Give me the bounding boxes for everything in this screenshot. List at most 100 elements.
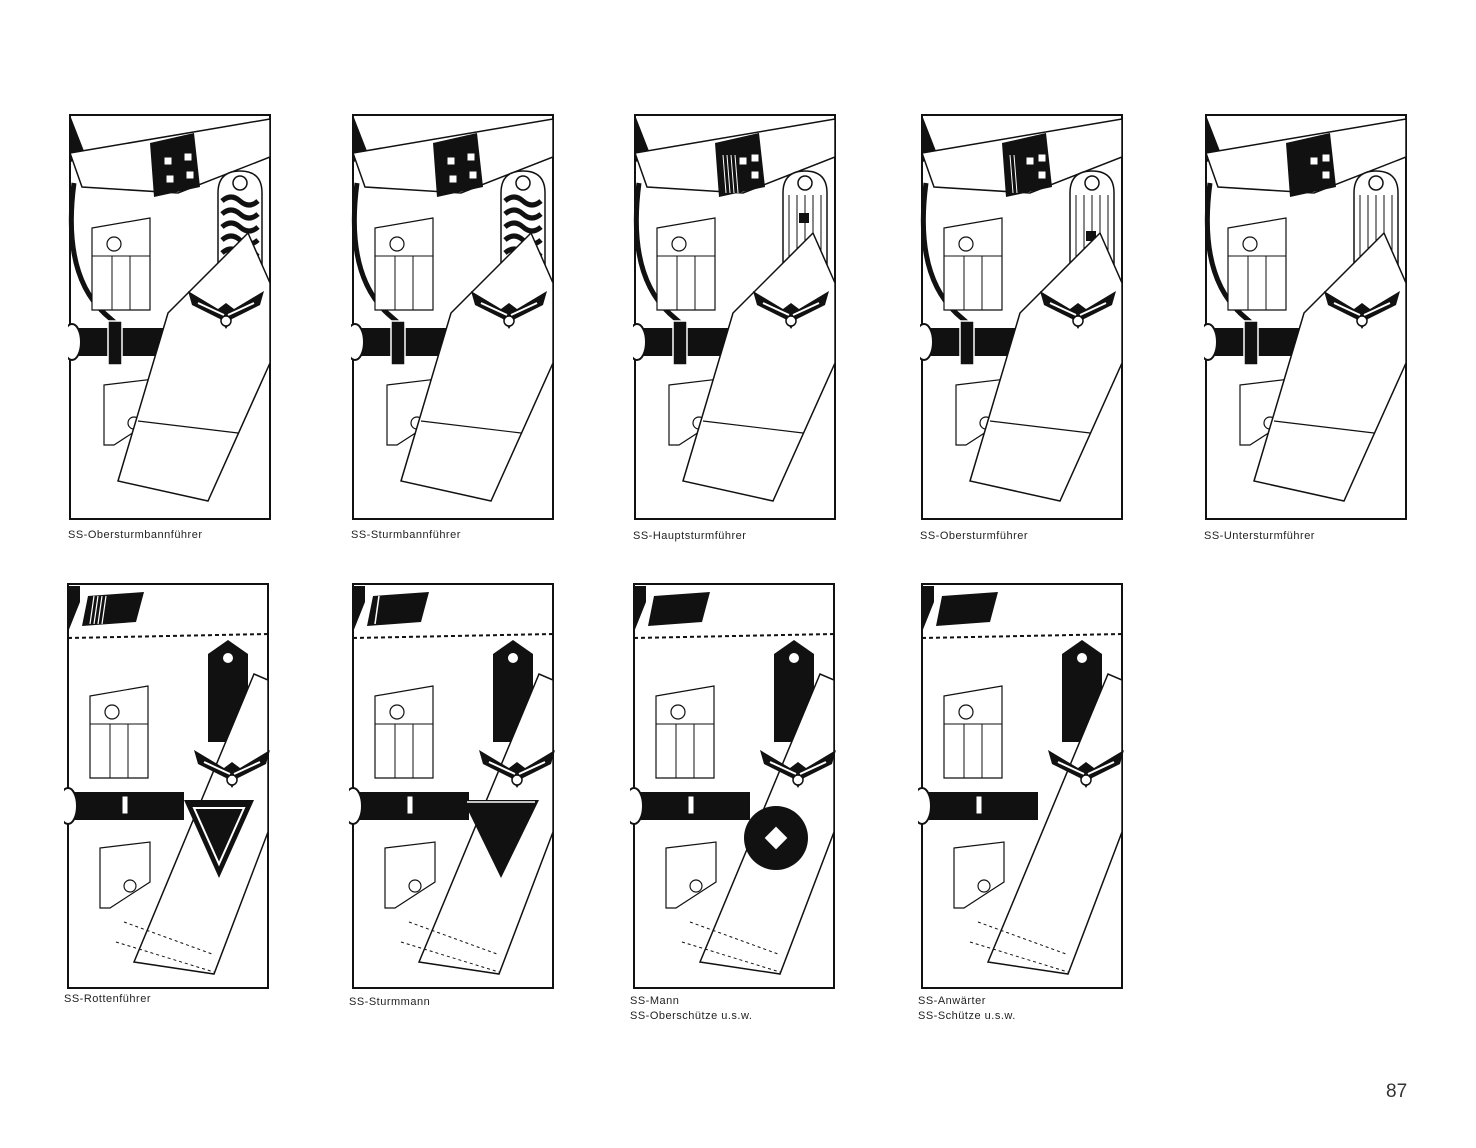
belt-buckle <box>1204 323 1218 361</box>
uniform-illustration <box>351 114 554 520</box>
pocket-button <box>1242 236 1258 252</box>
lower-pocket <box>384 841 436 909</box>
lower-pocket-button <box>408 879 422 893</box>
collar-patch <box>150 133 200 197</box>
uniform-illustration <box>633 114 836 520</box>
uniform-panel-mann: SS-Mann SS-Oberschütze u.s.w. <box>630 582 840 1032</box>
collar-pip <box>466 152 476 162</box>
eagle-insignia <box>1048 750 1124 788</box>
collar-edge <box>68 586 80 632</box>
pocket-button <box>670 704 686 720</box>
uniform-panel-untersturmfuehrer: SS-Untersturmführer <box>1204 113 1414 553</box>
collar-patch-stripe <box>93 595 99 625</box>
strap-button <box>797 175 813 191</box>
breast-pocket <box>374 685 434 779</box>
uniform-panel-anwaerter: SS-Anwärter SS-Schütze u.s.w. <box>918 582 1128 1032</box>
figure-caption: SS-Hauptsturmführer <box>633 530 747 542</box>
collar-pip <box>165 174 175 184</box>
uniform-illustration <box>630 583 836 989</box>
eagle-wreath <box>226 774 238 786</box>
uniform-panel-rottenfuehrer: SS-Rottenführer <box>64 582 274 1032</box>
belt-loop <box>107 320 123 366</box>
breast-pocket <box>91 217 151 311</box>
braid-cord <box>220 207 260 221</box>
collar-pip <box>163 156 173 166</box>
cuff-stitching <box>400 921 500 973</box>
collar-patch-stripe <box>730 154 735 194</box>
eagle-feather-lines <box>197 302 255 316</box>
eagle-feather-lines <box>488 761 546 775</box>
braid-cord <box>220 220 260 234</box>
sleeve-chevron <box>463 800 539 878</box>
strap-button <box>515 175 531 191</box>
cuff-stitching <box>115 921 215 973</box>
breast-pocket <box>943 217 1003 311</box>
uniform-illustration <box>1204 114 1407 520</box>
uniform-panel-obersturmbannfuehrer: SS-Obersturmbannführer <box>68 113 278 553</box>
cuff-stitching <box>969 921 1069 973</box>
strap-pip <box>1086 231 1096 241</box>
strap-button <box>1077 653 1087 663</box>
collar-pip <box>750 153 760 163</box>
figure-caption: SS-Obersturmbannführer <box>68 529 203 541</box>
uniform-illustration <box>68 114 271 520</box>
collar-patch <box>433 133 483 197</box>
pocket-button <box>958 236 974 252</box>
uniform-illustration <box>920 114 1123 520</box>
figure-caption: SS-Mann SS-Oberschütze u.s.w. <box>630 995 753 1022</box>
pocket-flap-lines <box>92 255 150 310</box>
collar-patch-stripe <box>734 154 739 194</box>
uniform-panel-sturmmann: SS-Sturmmann <box>349 582 559 1032</box>
collar-pip <box>446 156 456 166</box>
figure-caption: SS-Rottenführer <box>64 993 151 1005</box>
pocket-button <box>389 236 405 252</box>
pocket-flap-lines <box>657 255 715 310</box>
collar-patch-stripe <box>89 595 95 625</box>
uniform-illustration <box>918 583 1124 989</box>
pocket-flap-lines <box>90 723 148 778</box>
breast-pocket <box>655 685 715 779</box>
eagle-insignia <box>479 750 555 788</box>
lower-pocket-button <box>689 879 703 893</box>
lower-pocket <box>665 841 717 909</box>
eagle-feather-lines <box>769 761 827 775</box>
cuff-stitching <box>681 921 781 973</box>
strap-pip <box>799 213 809 223</box>
braid-cord <box>503 194 543 208</box>
lower-pocket-button <box>123 879 137 893</box>
strap-button <box>1368 175 1384 191</box>
pocket-button <box>104 704 120 720</box>
eagle-wreath <box>1072 315 1084 327</box>
strap-button <box>1084 175 1100 191</box>
uniform-illustration <box>349 583 555 989</box>
collar-edge <box>353 586 365 632</box>
collar-patch <box>82 592 144 626</box>
collar-pip <box>468 170 478 180</box>
sleeve-cuff-line <box>1273 420 1375 434</box>
braid-cord <box>503 207 543 221</box>
belt-buckle <box>918 787 932 825</box>
collar-piping <box>921 633 1123 639</box>
eagle-wreath <box>785 315 797 327</box>
belt-loop <box>1243 320 1259 366</box>
eagle-insignia <box>753 291 829 329</box>
pocket-flap-lines <box>944 255 1002 310</box>
pocket-flap-lines <box>375 723 433 778</box>
uniform-panel-obersturmfuehrer: SS-Obersturmführer <box>920 113 1130 553</box>
eagle-insignia <box>471 291 547 329</box>
collar-patch <box>936 592 998 626</box>
sleeve <box>1253 231 1407 502</box>
belt-loop <box>390 320 406 366</box>
sleeve <box>969 231 1123 502</box>
collar-patch <box>648 592 710 626</box>
figure-caption: SS-Sturmmann <box>349 996 431 1008</box>
belt-loop <box>975 795 983 815</box>
eagle-insignia <box>760 750 836 788</box>
collar-patch-stripe <box>101 595 107 625</box>
pocket-flap-lines <box>944 723 1002 778</box>
belt-buckle <box>64 787 78 825</box>
belt-buckle <box>351 323 365 361</box>
collar-patch-stripe <box>722 154 727 194</box>
collar-pip <box>738 156 748 166</box>
